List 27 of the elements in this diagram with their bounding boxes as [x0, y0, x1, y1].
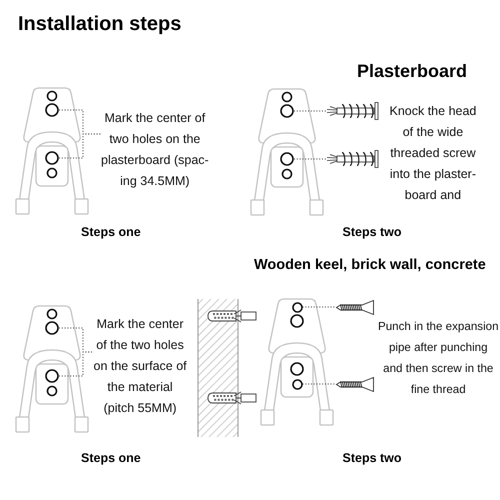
hole-icon — [280, 152, 294, 166]
instruction-text: Mark the center of the two holes on the surface of the material (pitch 55MM) — [94, 314, 187, 419]
wall-anchor-icon — [327, 150, 381, 168]
leader-line — [302, 306, 336, 308]
step-caption: Steps one — [81, 451, 141, 466]
leader-line — [294, 110, 328, 112]
section-heading: Wooden keel, brick wall, concrete — [254, 257, 486, 274]
wall-anchor-icon — [327, 102, 381, 120]
section-heading: Plasterboard — [357, 61, 468, 82]
instruction-text: Knock the head of the wide threaded screw into the plaster- board and — [390, 101, 476, 206]
instruction-text: Mark the center of two holes on the plasterboard (spac- ing 34.5MM) — [101, 108, 209, 192]
hole-icon — [45, 151, 59, 165]
screw-icon — [336, 376, 374, 392]
leader-line — [58, 134, 102, 158]
step-caption: Steps one — [81, 225, 141, 240]
hole-icon — [45, 321, 59, 335]
instruction-text: Punch in the expansion pipe after punching and then screw in the fine thread — [378, 316, 499, 400]
screw-icon — [336, 300, 374, 314]
page-title: Installation steps — [18, 13, 182, 36]
hole-icon — [280, 104, 294, 118]
hole-icon — [292, 378, 302, 390]
hole-icon — [292, 302, 302, 312]
step-caption: Steps two — [342, 451, 402, 466]
leader-line — [294, 158, 328, 160]
step-caption: Steps two — [342, 225, 402, 240]
hole-icon — [45, 369, 59, 383]
hole-icon — [45, 103, 59, 117]
